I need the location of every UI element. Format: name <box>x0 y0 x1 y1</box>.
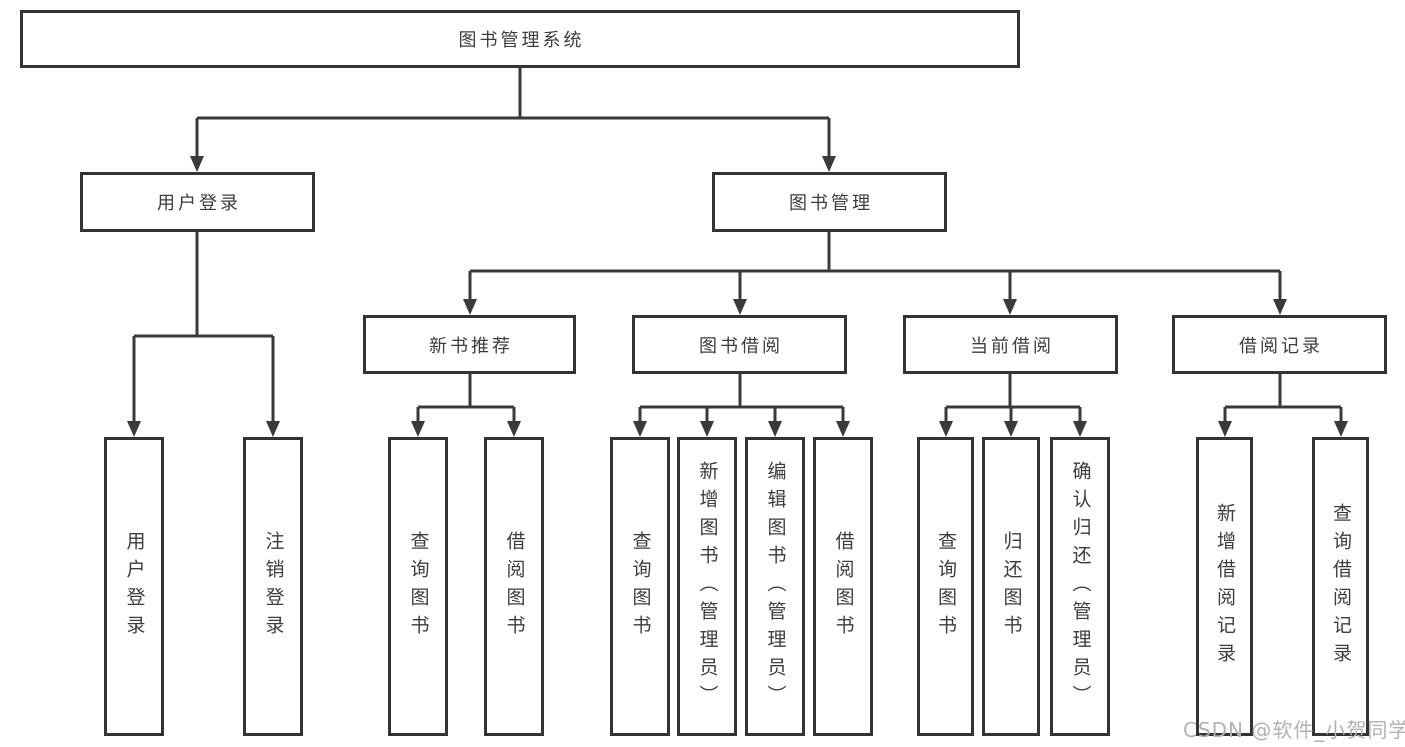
node-label: 查询图书 <box>407 530 430 643</box>
arrow-down-icon <box>266 421 280 437</box>
arrow-down-icon <box>633 421 647 437</box>
leaf-borrow-books: 借阅图书 <box>813 437 873 736</box>
arrow-down-icon <box>768 421 782 437</box>
node-label: 当前借阅 <box>970 335 1054 357</box>
arrow-down-icon <box>1004 421 1018 437</box>
arrow-down-icon <box>1003 299 1017 315</box>
arrow-down-icon <box>127 421 141 437</box>
leaf-logout: 注销登录 <box>243 437 303 736</box>
node-label: 借阅图书 <box>503 530 526 643</box>
arrow-down-icon <box>700 421 714 437</box>
arrow-down-icon <box>822 156 836 172</box>
node-label: 注销登录 <box>262 530 285 643</box>
arrow-down-icon <box>1218 421 1232 437</box>
connector-book-management-children <box>463 232 1287 315</box>
leaf-return-books: 归还图书 <box>982 437 1040 736</box>
connector-user-login-children <box>127 232 280 437</box>
node-user-login: 用户登录 <box>80 172 315 232</box>
leaf-user-login: 用户登录 <box>104 437 164 736</box>
node-label: 新书推荐 <box>429 335 513 357</box>
node-label: 新增图书（管理员） <box>696 460 719 713</box>
arrow-down-icon <box>411 421 425 437</box>
node-label: 图书管理 <box>789 193 873 214</box>
node-label: 借阅图书 <box>832 530 855 643</box>
node-label: 用户登录 <box>157 193 241 214</box>
node-label: 借阅记录 <box>1239 335 1323 357</box>
node-label: 查询图书 <box>629 530 652 643</box>
node-label: 图书管理系统 <box>458 30 585 51</box>
arrow-down-icon <box>507 421 521 437</box>
arrow-down-icon <box>190 156 204 172</box>
node-label: 归还图书 <box>1000 530 1023 643</box>
node-label: 查询图书 <box>935 530 957 643</box>
node-label: 图书借阅 <box>699 335 783 357</box>
node-current-borrow: 当前借阅 <box>903 315 1118 374</box>
arrow-down-icon <box>1073 421 1087 437</box>
connector-borrow-records-children <box>1218 374 1348 437</box>
node-borrow-records: 借阅记录 <box>1172 315 1387 374</box>
node-new-book-recommend: 新书推荐 <box>363 315 576 374</box>
leaf-add-books-admin: 新增图书（管理员） <box>677 437 737 736</box>
arrow-down-icon <box>939 421 953 437</box>
node-label: 新增借阅记录 <box>1214 502 1236 671</box>
arrow-down-icon <box>1273 299 1287 315</box>
connector-book-borrow-children <box>633 374 850 437</box>
node-label: 查询借阅记录 <box>1330 502 1352 671</box>
arrow-down-icon <box>1334 421 1348 437</box>
node-label: 确认归还（管理员） <box>1069 460 1092 713</box>
arrow-down-icon <box>463 299 477 315</box>
connector-new-book-recommend-children <box>411 374 521 437</box>
connector-current-borrow-children <box>939 374 1087 437</box>
leaf-query-books-current: 查询图书 <box>917 437 974 736</box>
leaf-add-borrow-record: 新增借阅记录 <box>1196 437 1253 736</box>
node-book-management: 图书管理 <box>712 172 947 232</box>
node-label: 用户登录 <box>123 530 146 643</box>
node-library-management-system: 图书管理系统 <box>20 10 1020 68</box>
leaf-query-borrow-record: 查询借阅记录 <box>1312 437 1369 736</box>
node-label: 编辑图书（管理员） <box>764 460 787 713</box>
node-book-borrow: 图书借阅 <box>632 315 847 374</box>
connector-root-to-level2 <box>190 68 836 172</box>
leaf-edit-books-admin: 编辑图书（管理员） <box>745 437 805 736</box>
leaf-borrow-books-recommend: 借阅图书 <box>484 437 544 736</box>
leaf-confirm-return-admin: 确认归还（管理员） <box>1050 437 1110 736</box>
arrow-down-icon <box>836 421 850 437</box>
leaf-query-books-borrow: 查询图书 <box>610 437 670 736</box>
arrow-down-icon <box>733 299 747 315</box>
leaf-query-books-recommend: 查询图书 <box>388 437 448 736</box>
csdn-watermark: CSDN @软件_小贺同学 <box>1183 718 1405 742</box>
